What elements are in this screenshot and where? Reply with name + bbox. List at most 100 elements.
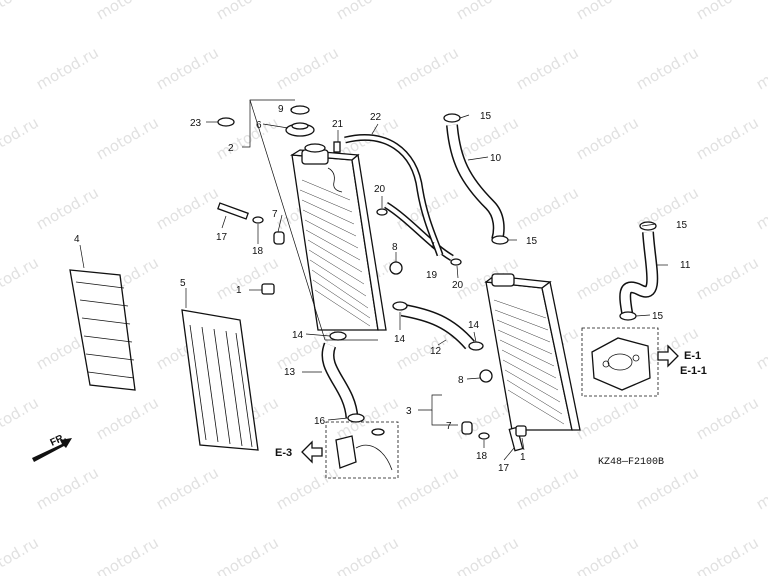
watermark-text: motod.ru: [213, 533, 282, 576]
ref-e1: E-1: [684, 350, 701, 362]
watermark-text: motod.ru: [153, 463, 222, 513]
watermark-text: motod.ru: [0, 113, 42, 163]
clamp-14-a[interactable]: [329, 331, 347, 341]
watermark-text: motod.ru: [0, 393, 42, 443]
watermark-text: motod.ru: [153, 183, 222, 233]
washer-23[interactable]: [217, 117, 235, 127]
watermark-text: motod.ru: [93, 393, 162, 443]
callout-11: 11: [680, 260, 691, 271]
watermark-text: motod.ru: [693, 533, 762, 576]
cap-seal[interactable]: [290, 105, 310, 115]
watermark-text: motod.ru: [513, 183, 582, 233]
callout-5: 5: [180, 278, 186, 289]
callout-19: 19: [426, 270, 438, 281]
bracket-2: [242, 99, 378, 341]
callout-15a: 15: [480, 111, 492, 122]
watermark-text: motod.ru: [753, 323, 768, 373]
watermark-text: motod.ru: [753, 183, 768, 233]
watermark-text: motod.ru: [33, 43, 102, 93]
watermark-text: motod.ru: [273, 463, 342, 513]
watermark-text: motod.ru: [393, 463, 462, 513]
hose-12[interactable]: [400, 303, 475, 350]
watermark-text: motod.ru: [0, 0, 42, 23]
bolt-1-left[interactable]: [261, 283, 275, 295]
watermark-text: motod.ru: [573, 253, 642, 303]
watermark-text: motod.ru: [633, 463, 702, 513]
hose-19[interactable]: [384, 202, 454, 262]
callout-15d: 15: [652, 311, 664, 322]
bolt-17-left[interactable]: [217, 202, 249, 220]
watermark-text: motod.ru: [93, 0, 162, 23]
hose-10[interactable]: [446, 124, 505, 242]
right-radiator[interactable]: [484, 273, 581, 431]
clamp-15-a[interactable]: [443, 113, 461, 123]
callout-16: 16: [314, 416, 326, 427]
hose-11[interactable]: [619, 231, 659, 319]
callout-15c: 15: [676, 220, 688, 231]
watermark-text: motod.ru: [273, 43, 342, 93]
watermark-text: motod.ru: [753, 463, 768, 513]
watermark-text: motod.ru: [693, 0, 762, 23]
shroud-4[interactable]: [69, 269, 136, 391]
watermark-text: motod.ru: [213, 0, 282, 23]
callout-4: 4: [74, 234, 80, 245]
clamp-20-a[interactable]: [376, 208, 388, 216]
arrow-e1: [657, 344, 679, 368]
watermark-text: motod.ru: [513, 463, 582, 513]
hose-22[interactable]: [344, 133, 444, 257]
clamp-15-c[interactable]: [639, 221, 657, 231]
clamp-16[interactable]: [347, 413, 365, 423]
callout-1b: 1: [520, 452, 526, 463]
watermark-text: motod.ru: [333, 0, 402, 23]
watermark-text: motod.ru: [0, 533, 42, 576]
watermark-text: motod.ru: [453, 0, 522, 23]
cylinder-head-inset: [581, 327, 659, 397]
collar-8-left[interactable]: [389, 261, 403, 275]
radiator-cap[interactable]: [285, 122, 315, 137]
callout-22: 22: [370, 112, 382, 123]
ref-e3: E-3: [275, 447, 292, 459]
clamp-14-b[interactable]: [392, 301, 408, 311]
watermark-text: motod.ru: [93, 533, 162, 576]
clamp-15-b[interactable]: [491, 235, 509, 245]
front-arrow: [32, 438, 72, 462]
hose-13[interactable]: [321, 342, 359, 419]
grommet-7-right[interactable]: [461, 421, 473, 435]
callout-2: 2: [228, 143, 234, 154]
bolt-17-right[interactable]: [508, 426, 524, 452]
ref-e11: E-1-1: [680, 365, 707, 377]
watermark-text: motod.ru: [33, 183, 102, 233]
watermark-text: motod.ru: [693, 113, 762, 163]
watermark-text: motod.ru: [333, 533, 402, 576]
watermark-text: motod.ru: [93, 113, 162, 163]
callout-20a: 20: [374, 184, 386, 195]
callout-17a: 17: [216, 232, 228, 243]
clamp-20-b[interactable]: [450, 258, 462, 266]
grommet-7-left[interactable]: [273, 231, 285, 245]
callout-labels: 23 9 6 2 21 22 15 10 20 7 17 18 4 15 15 …: [74, 104, 691, 474]
bolt-1-right[interactable]: [515, 425, 527, 437]
watermark-text: motod.ru: [0, 253, 42, 303]
collar-8-right[interactable]: [479, 369, 493, 383]
leader-lines: [79, 107, 668, 461]
washer-18-left[interactable]: [252, 216, 264, 224]
callout-21: 21: [332, 119, 344, 130]
diagram-code: KZ48—F2100B: [598, 457, 664, 468]
watermark-text: motod.ru: [753, 43, 768, 93]
clamp-14-c[interactable]: [468, 341, 484, 351]
left-radiator[interactable]: [289, 143, 387, 331]
callout-8b: 8: [458, 375, 464, 386]
watermark-text: motod.ru: [633, 43, 702, 93]
callout-20b: 20: [452, 280, 464, 291]
callout-7a: 7: [272, 209, 278, 220]
callout-18b: 18: [476, 451, 488, 462]
arrow-e3: [301, 440, 323, 464]
watermark-text: motod.ru: [393, 43, 462, 93]
grille-5[interactable]: [181, 309, 259, 451]
clip-21[interactable]: [333, 141, 341, 153]
watermark-text: motod.ru: [693, 393, 762, 443]
washer-18-right[interactable]: [478, 432, 490, 440]
watermark-text: motod.ru: [573, 113, 642, 163]
clamp-15-d[interactable]: [619, 311, 637, 321]
watermark-text: motod.ru: [33, 463, 102, 513]
